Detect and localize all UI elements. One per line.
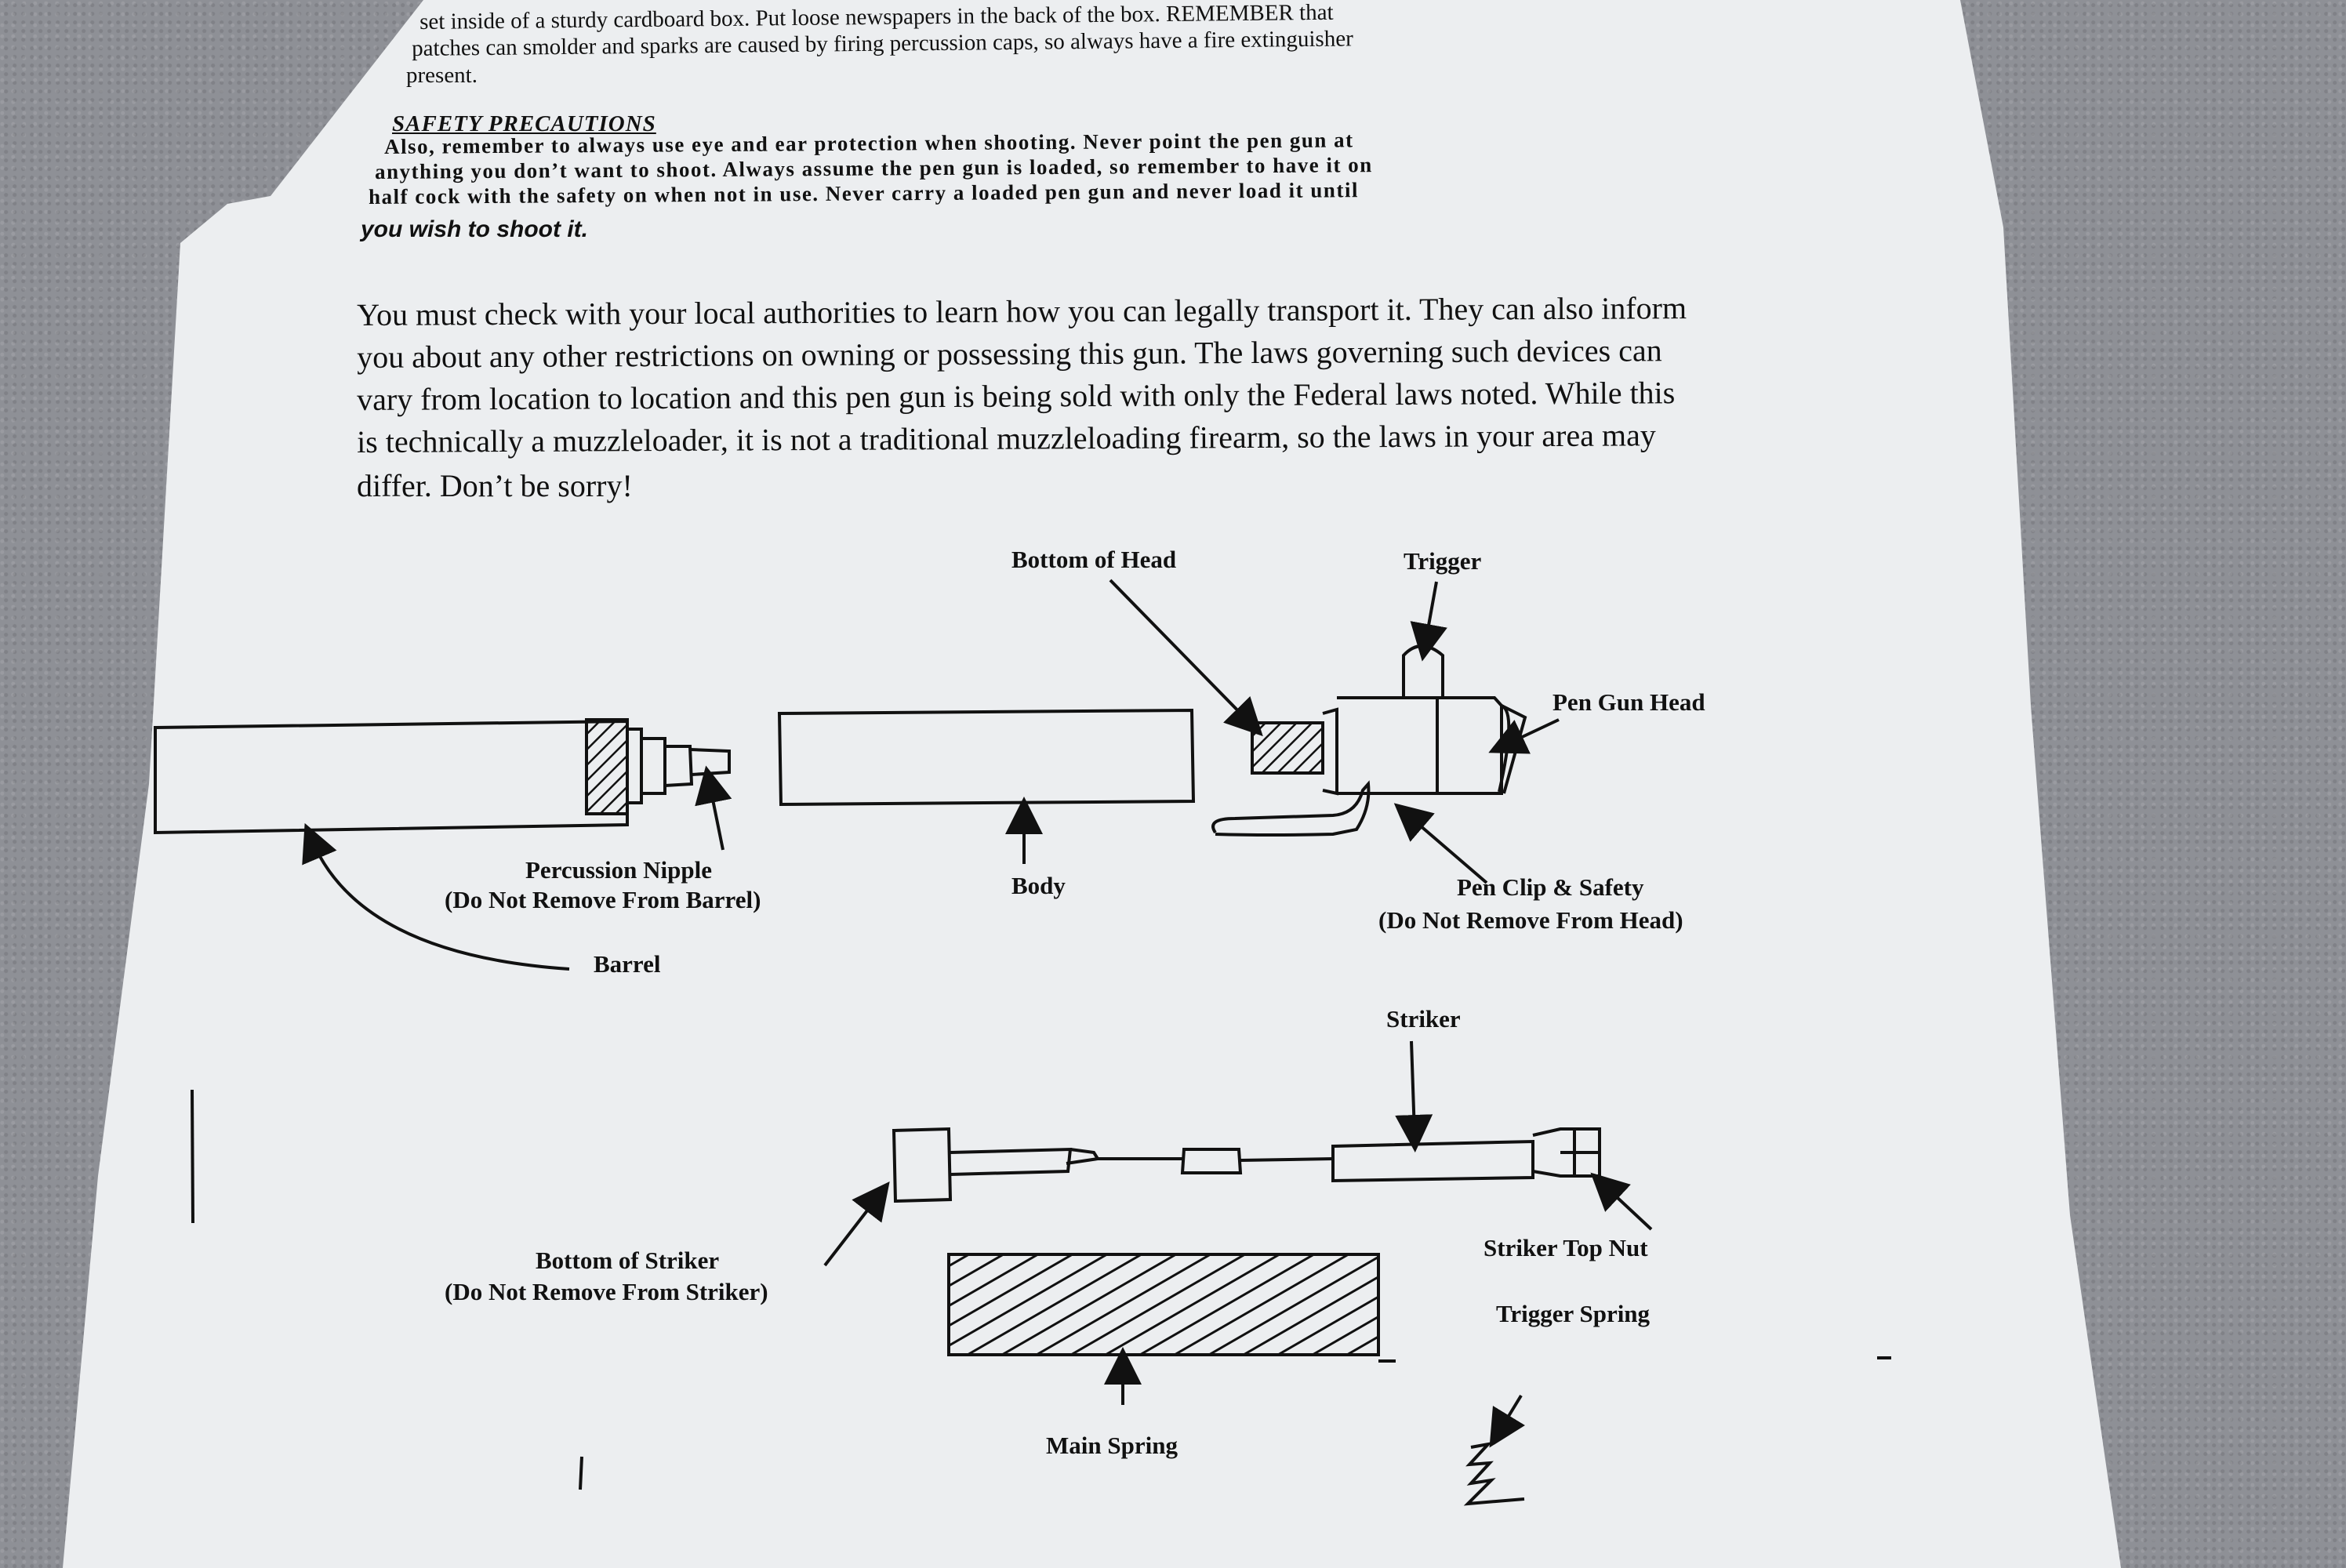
label-percussion-nipple: Percussion Nipple xyxy=(525,856,712,884)
pen-gun-head-shape xyxy=(1322,644,1527,796)
body-shape xyxy=(777,708,1196,807)
label-pen-clip-safety-note: (Do Not Remove From Head) xyxy=(1378,906,1683,934)
striker-shape xyxy=(892,1127,1601,1203)
barrel-shape xyxy=(154,718,731,835)
safety-line-4: you wish to shoot it. xyxy=(361,216,588,242)
legal-line-5: differ. Don’t be sorry! xyxy=(357,468,633,503)
trigger-spring-shape xyxy=(1463,1441,1525,1506)
label-pen-gun-head: Pen Gun Head xyxy=(1552,688,1705,716)
label-bottom-of-head: Bottom of Head xyxy=(1011,546,1177,573)
label-main-spring: Main Spring xyxy=(1046,1432,1178,1459)
label-bottom-of-striker: Bottom of Striker xyxy=(536,1247,720,1274)
label-trigger: Trigger xyxy=(1404,547,1482,575)
label-percussion-nipple-note: (Do Not Remove From Barrel) xyxy=(445,886,761,913)
main-spring-shape xyxy=(947,1253,1380,1356)
label-bottom-of-striker-note: (Do Not Remove From Striker) xyxy=(445,1278,768,1305)
label-striker: Striker xyxy=(1386,1005,1461,1033)
safety-heading: SAFETY PRECAUTIONS xyxy=(392,111,656,136)
intro-line-3: present. xyxy=(406,63,478,88)
label-body: Body xyxy=(1011,872,1066,899)
bottom-of-head-shape xyxy=(1251,721,1324,775)
label-barrel: Barrel xyxy=(594,950,661,978)
pen-clip-shape xyxy=(1211,780,1371,837)
label-striker-top-nut: Striker Top Nut xyxy=(1484,1234,1648,1261)
label-pen-clip-safety: Pen Clip & Safety xyxy=(1457,873,1644,901)
label-trigger-spring: Trigger Spring xyxy=(1496,1300,1651,1327)
